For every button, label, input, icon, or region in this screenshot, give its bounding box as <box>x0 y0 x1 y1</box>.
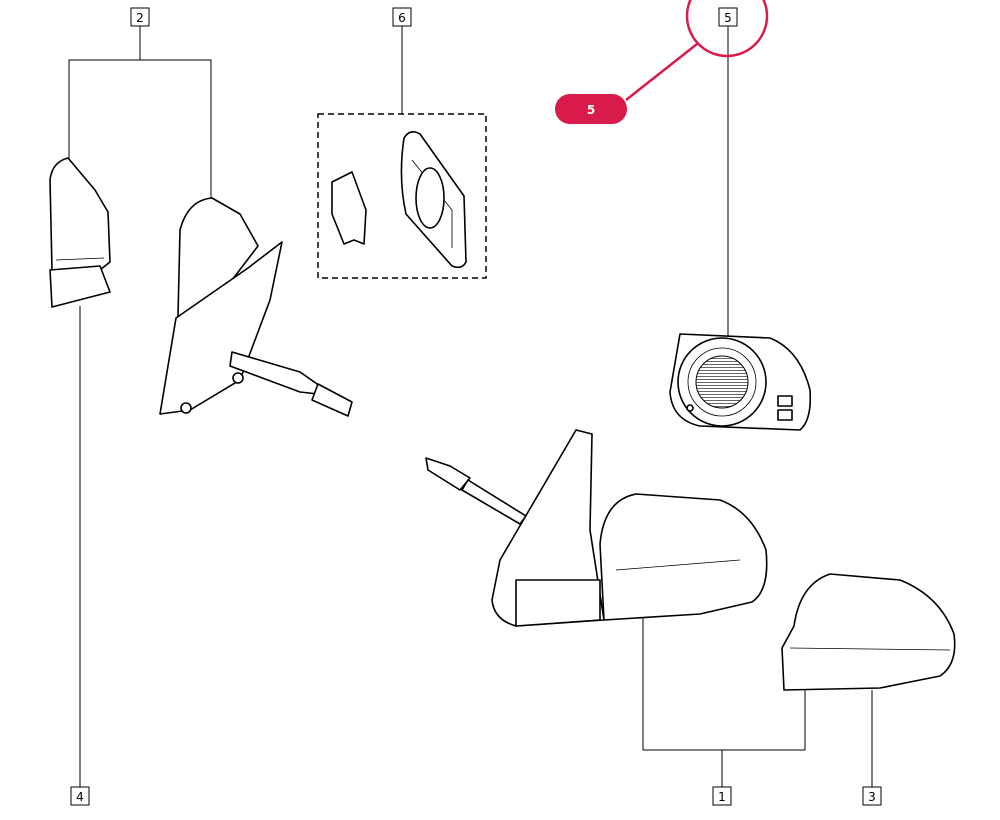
callout-6[interactable]: 6 <box>392 7 412 27</box>
highlight-connector <box>625 43 698 101</box>
callout-5[interactable]: 5 <box>718 7 738 27</box>
highlight-badge[interactable] <box>555 94 627 124</box>
part-cover-cap <box>781 573 956 691</box>
callout-5-label: 5 <box>724 11 732 25</box>
part-mirror-assembly-main <box>425 429 768 627</box>
highlight-annotation: 5 <box>555 0 769 124</box>
callout-2-label: 2 <box>136 11 144 25</box>
part-housing-assembly-left <box>159 197 353 417</box>
callout-3-label: 3 <box>868 790 876 804</box>
highlight-ring <box>685 0 769 58</box>
part-small-cap <box>49 157 111 308</box>
callout-4-label: 4 <box>76 790 84 804</box>
part-mirror-glass <box>669 333 812 431</box>
callout-2[interactable]: 2 <box>130 7 150 27</box>
callout-4[interactable]: 4 <box>70 786 90 806</box>
part-kit-box <box>317 113 487 279</box>
callout-1-label: 1 <box>718 790 726 804</box>
callout-1[interactable]: 1 <box>712 786 732 806</box>
highlight-badge-label: 5 <box>587 103 595 117</box>
callout-3[interactable]: 3 <box>862 786 882 806</box>
leader-lines <box>68 26 873 787</box>
callout-6-label: 6 <box>398 11 406 25</box>
